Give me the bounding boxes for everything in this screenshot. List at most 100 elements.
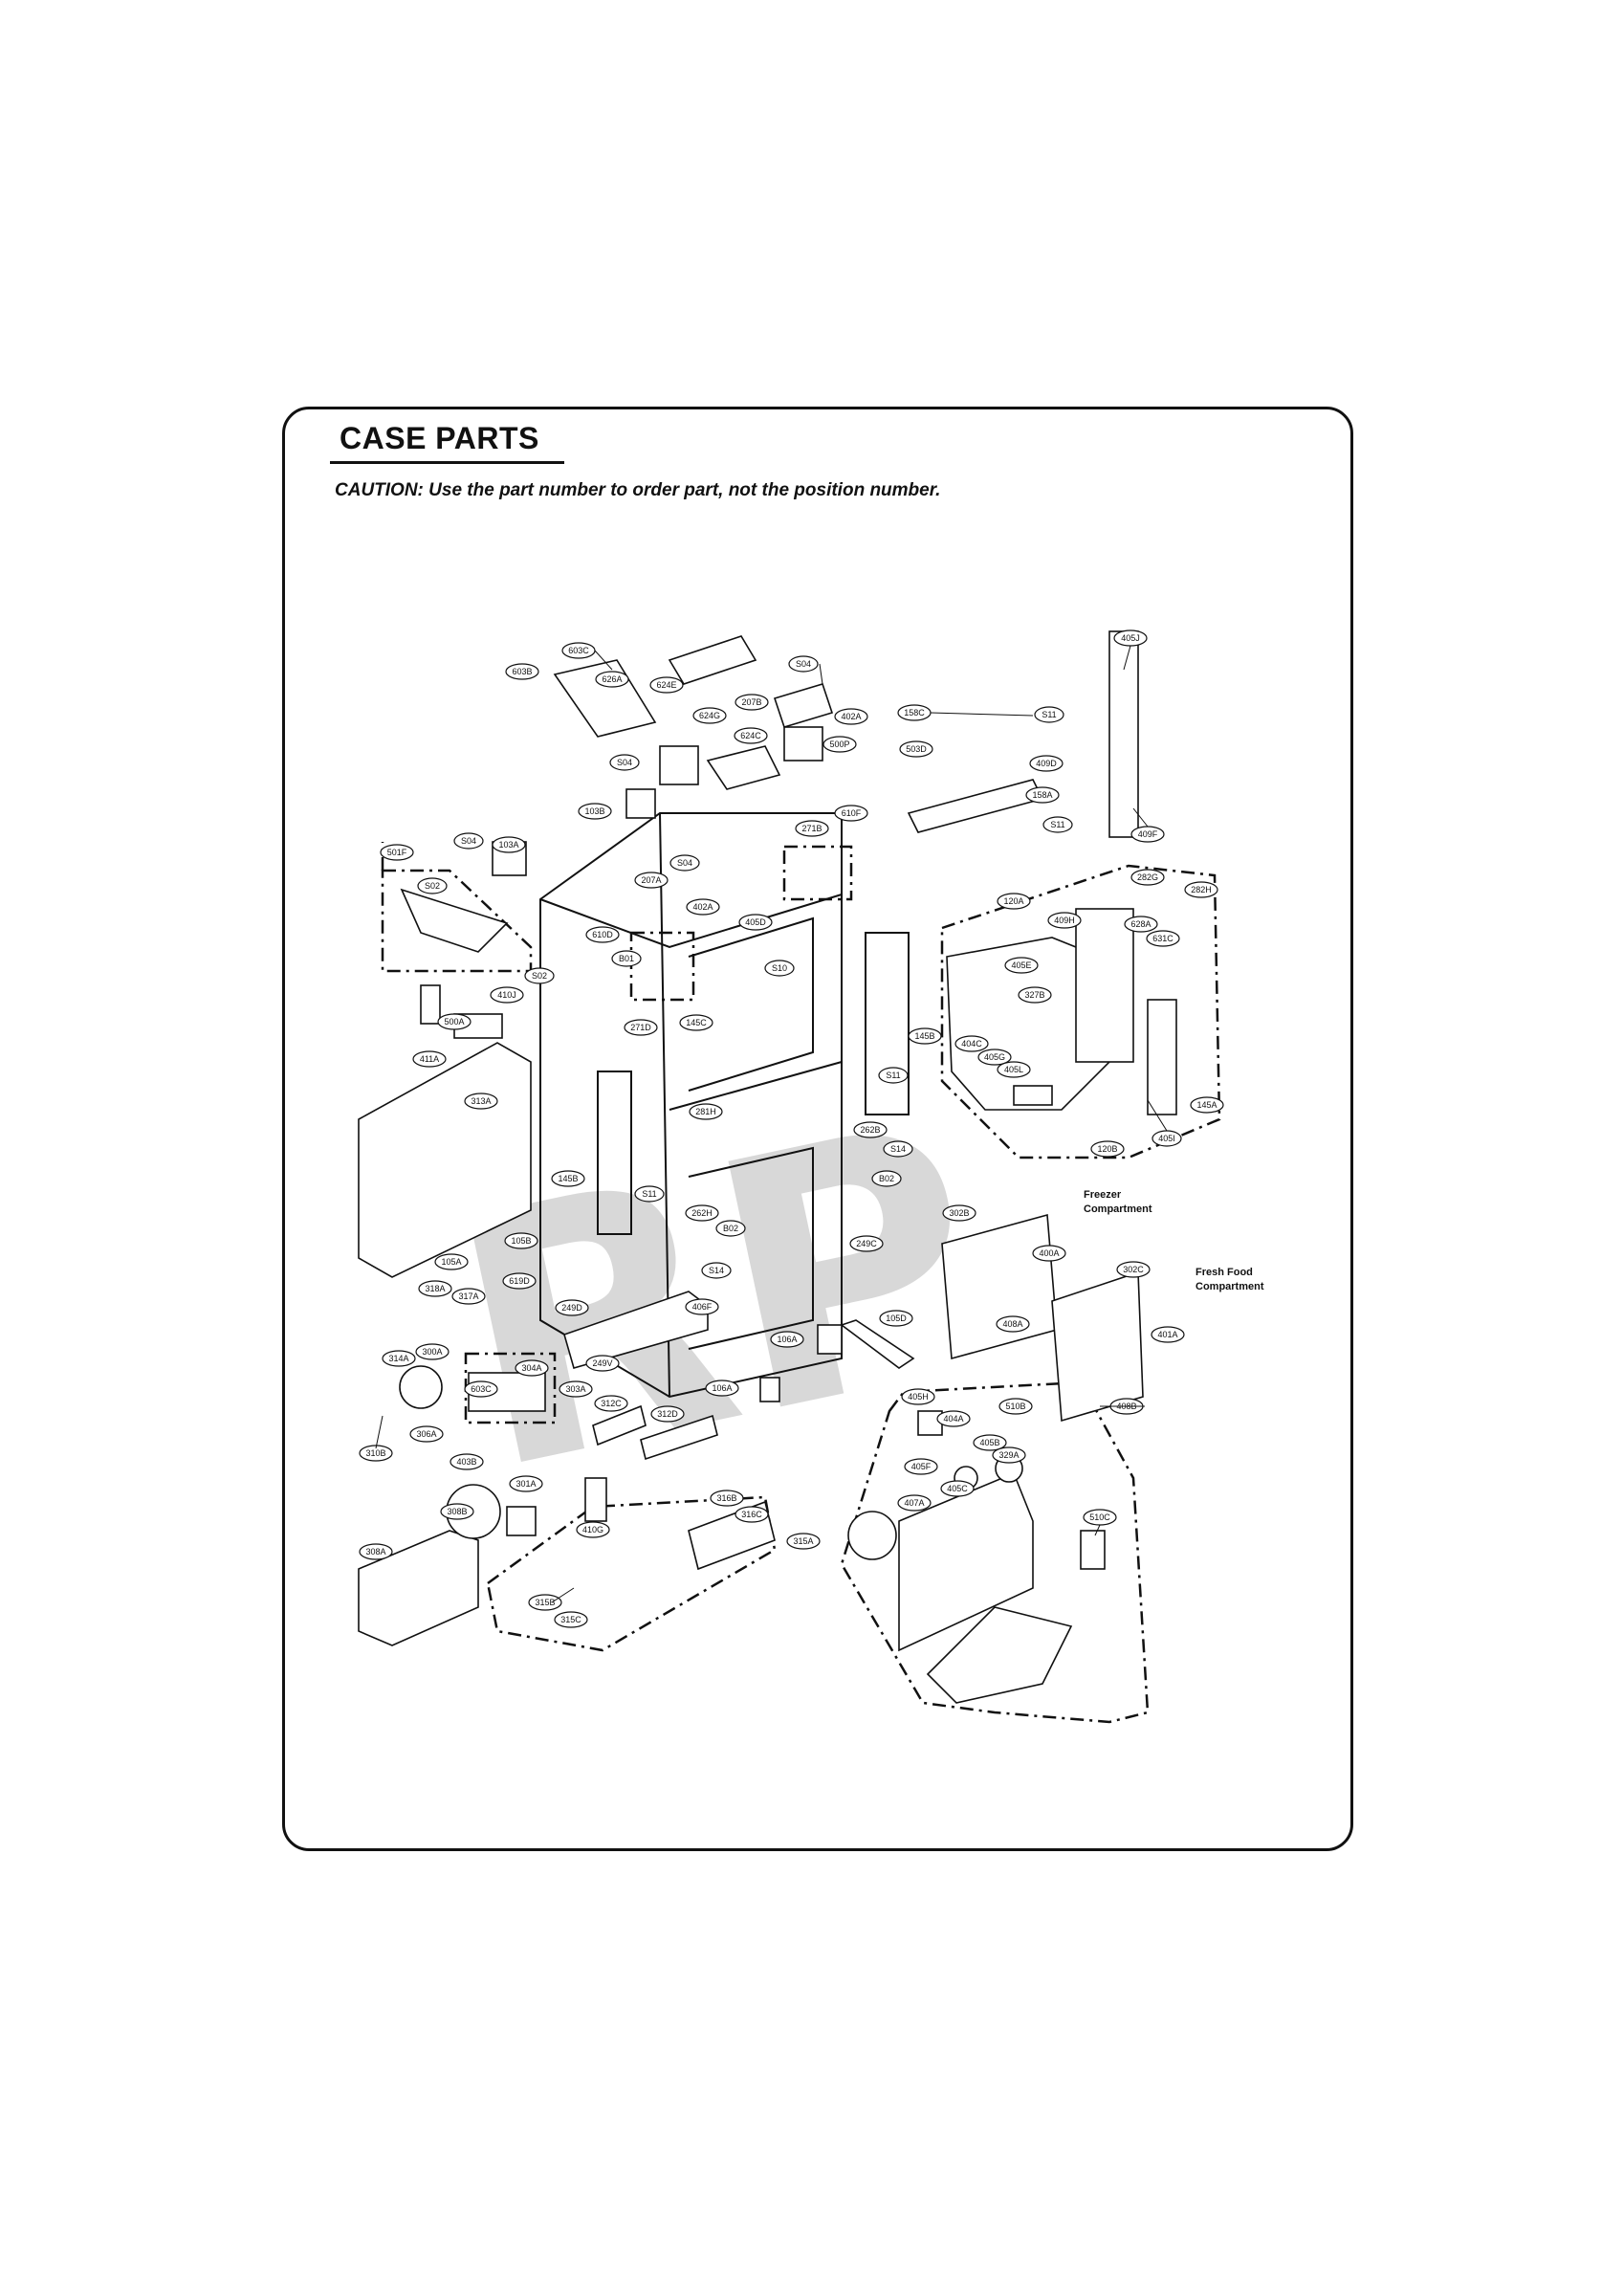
svg-text:400A: 400A	[1039, 1248, 1059, 1258]
svg-text:404C: 404C	[961, 1039, 982, 1049]
compartment-labels: Freezer Compartment Fresh Food Compartme…	[1084, 1189, 1264, 1292]
callout: 312C	[594, 1395, 628, 1412]
callout: 304A	[515, 1359, 549, 1377]
svg-text:158A: 158A	[1032, 790, 1052, 800]
svg-text:103A: 103A	[498, 840, 518, 850]
svg-text:408A: 408A	[1002, 1319, 1022, 1329]
svg-text:S04: S04	[677, 858, 692, 868]
svg-text:405I: 405I	[1158, 1134, 1175, 1143]
callout: S11	[634, 1185, 665, 1203]
callout: 501F	[380, 844, 414, 861]
svg-text:407A: 407A	[904, 1498, 924, 1508]
svg-text:105B: 105B	[511, 1236, 531, 1246]
svg-text:403B: 403B	[456, 1457, 476, 1467]
svg-text:409D: 409D	[1036, 759, 1057, 768]
svg-text:S11: S11	[886, 1071, 900, 1080]
component-sketches	[358, 630, 1177, 1704]
svg-text:315C: 315C	[560, 1615, 581, 1624]
callout: 402A	[834, 708, 868, 725]
callout: 315B	[528, 1594, 562, 1611]
svg-text:510C: 510C	[1089, 1512, 1110, 1522]
callout: 401A	[1151, 1326, 1185, 1343]
svg-text:304A: 304A	[521, 1363, 541, 1373]
svg-text:158C: 158C	[904, 708, 925, 718]
callout: 405F	[904, 1458, 938, 1475]
callout: 318A	[418, 1280, 452, 1297]
callout: 308A	[359, 1543, 393, 1560]
callout: 624E	[649, 676, 684, 694]
callout: S04	[669, 854, 700, 872]
svg-text:S04: S04	[617, 758, 632, 767]
callout: 603B	[505, 663, 539, 680]
callout: 626A	[595, 671, 629, 688]
svg-text:318A: 318A	[425, 1284, 445, 1293]
freezer-label-line2: Compartment	[1084, 1203, 1152, 1215]
callout: 405B	[973, 1434, 1007, 1451]
svg-text:405F: 405F	[911, 1462, 932, 1471]
callout: 408A	[996, 1315, 1030, 1333]
callout: 105B	[504, 1232, 538, 1249]
callout: 410G	[576, 1521, 610, 1538]
svg-text:510B: 510B	[1005, 1402, 1025, 1411]
fresh-food-label: Fresh Food	[1195, 1267, 1253, 1278]
svg-text:271B: 271B	[801, 824, 822, 833]
svg-text:306A: 306A	[416, 1429, 436, 1439]
svg-text:145C: 145C	[686, 1018, 707, 1027]
svg-text:624C: 624C	[740, 731, 761, 740]
callout: S11	[878, 1067, 909, 1084]
svg-text:312C: 312C	[601, 1399, 622, 1408]
callout: S02	[524, 967, 555, 984]
callout: 510C	[1083, 1509, 1117, 1526]
page-frame	[282, 407, 1353, 1851]
svg-text:S04: S04	[796, 659, 811, 669]
svg-text:S14: S14	[890, 1144, 906, 1154]
svg-text:500A: 500A	[444, 1017, 464, 1027]
svg-text:619D: 619D	[509, 1276, 530, 1286]
fresh-food-label-line2: Compartment	[1195, 1281, 1264, 1292]
svg-text:404A: 404A	[943, 1414, 963, 1424]
callout: 405D	[738, 914, 773, 931]
svg-text:624E: 624E	[656, 680, 676, 690]
svg-text:S14: S14	[709, 1266, 724, 1275]
callout: 315A	[786, 1533, 821, 1550]
callout: 631C	[1146, 930, 1180, 947]
svg-text:302C: 302C	[1123, 1265, 1144, 1274]
callout: 302C	[1116, 1261, 1151, 1278]
svg-text:405B: 405B	[979, 1438, 999, 1447]
svg-text:626A: 626A	[602, 674, 622, 684]
callout: 301A	[509, 1475, 543, 1492]
callout: 158A	[1025, 786, 1060, 804]
callout: 409F	[1130, 826, 1165, 843]
svg-text:405J: 405J	[1121, 633, 1140, 643]
callout: 405L	[997, 1061, 1031, 1078]
svg-text:410G: 410G	[582, 1525, 603, 1534]
callout: 403B	[450, 1453, 484, 1470]
callout: 400A	[1032, 1245, 1066, 1262]
callout: S11	[1034, 706, 1064, 723]
freezer-label: Freezer	[1084, 1189, 1122, 1201]
svg-text:207B: 207B	[741, 697, 761, 707]
svg-text:402A: 402A	[692, 902, 713, 912]
svg-text:405C: 405C	[947, 1484, 968, 1493]
svg-text:300A: 300A	[422, 1347, 442, 1357]
callout: S11	[1042, 816, 1073, 833]
svg-text:631C: 631C	[1152, 934, 1173, 943]
svg-text:103B: 103B	[584, 806, 604, 816]
svg-text:610F: 610F	[842, 808, 862, 818]
svg-text:120A: 120A	[1003, 896, 1023, 906]
callout: 405H	[901, 1388, 935, 1405]
svg-text:316B: 316B	[716, 1493, 736, 1503]
callout: 310B	[359, 1445, 393, 1462]
svg-text:317A: 317A	[458, 1292, 478, 1301]
page-title: CASE PARTS	[340, 421, 539, 455]
svg-text:405H: 405H	[908, 1392, 929, 1402]
svg-text:313A: 313A	[471, 1096, 491, 1106]
callout: 405I	[1151, 1130, 1182, 1147]
callout: 409H	[1047, 912, 1082, 929]
callout: S14	[701, 1262, 732, 1279]
callout: 308B	[440, 1503, 474, 1520]
svg-text:405G: 405G	[984, 1052, 1005, 1062]
callout: S14	[883, 1140, 913, 1158]
caution-note: CAUTION: Use the part number to order pa…	[335, 480, 941, 500]
